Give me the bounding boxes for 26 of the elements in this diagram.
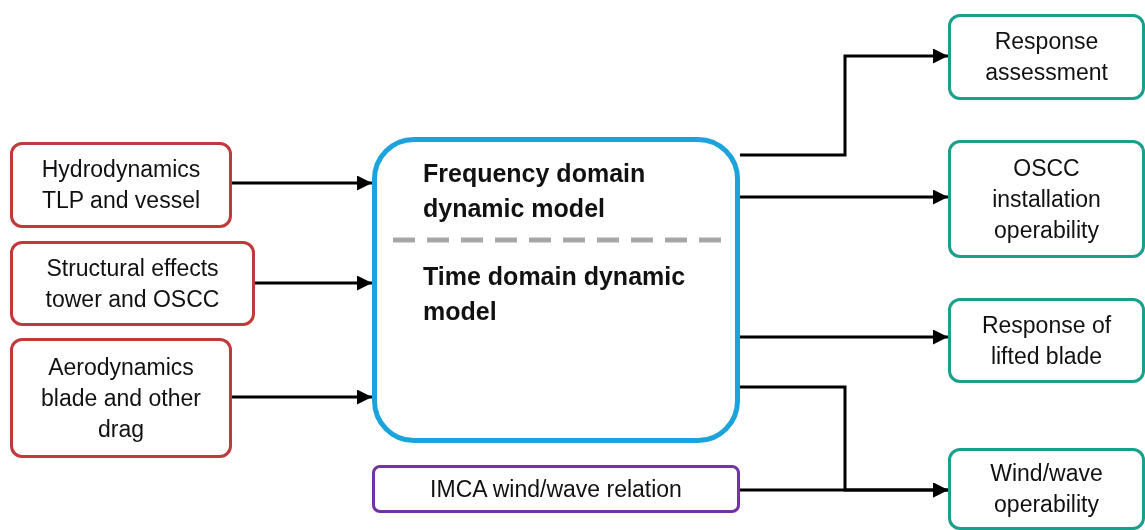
- box-label: OSCC installation operability: [991, 153, 1102, 245]
- box-label: IMCA wind/wave relation: [429, 474, 683, 504]
- arrow: [232, 389, 372, 405]
- output-box: [948, 14, 1145, 100]
- input-box: [10, 142, 232, 228]
- arrow: [255, 275, 372, 291]
- model-box: [372, 137, 740, 443]
- input-box: [372, 465, 740, 513]
- box-label: Wind/wave operability: [989, 459, 1104, 519]
- arrow: [232, 175, 372, 191]
- box-label: Structural effects tower and OSCC: [44, 253, 221, 314]
- output-box: [948, 140, 1145, 258]
- input-box: [10, 338, 232, 458]
- arrow: [740, 48, 948, 157]
- arrow: [740, 189, 948, 205]
- arrow: [740, 329, 948, 345]
- arrow: [740, 482, 948, 498]
- box-label: Response of lifted blade: [980, 310, 1113, 371]
- box-label: Response assessment: [984, 27, 1109, 87]
- output-box: [948, 448, 1145, 530]
- input-box: [10, 241, 255, 326]
- box-label: Aerodynamics blade and other drag: [40, 352, 202, 444]
- model-label: Frequency domain dynamic model: [423, 158, 647, 224]
- output-box: [948, 298, 1145, 383]
- box-label: Hydrodynamics TLP and vessel: [40, 155, 202, 215]
- model-label: Time domain dynamic model: [423, 261, 687, 327]
